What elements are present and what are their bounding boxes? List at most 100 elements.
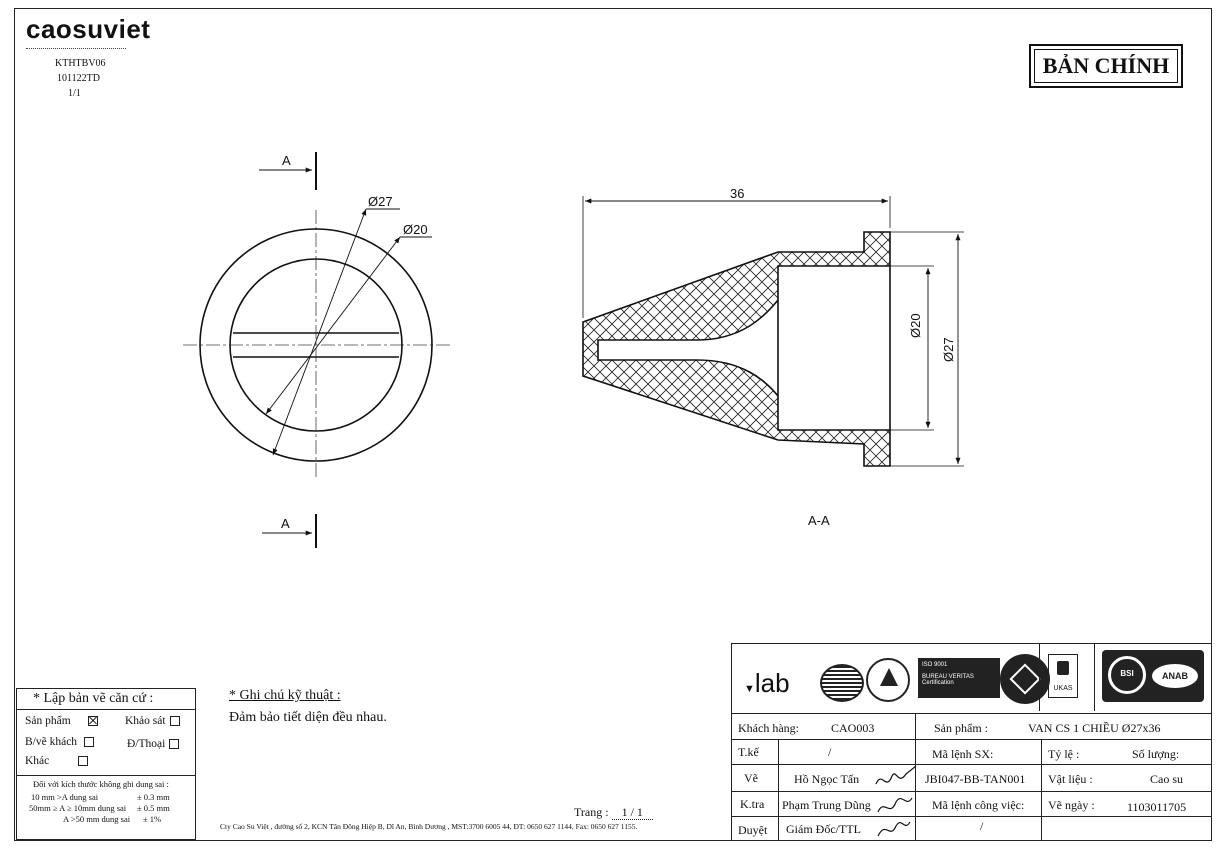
vilas-triangle-icon xyxy=(880,668,898,686)
ukas-logo: UKAS xyxy=(1048,654,1078,698)
draw-date-value: 1103011705 xyxy=(1127,800,1187,814)
company-logo: caosuviet xyxy=(26,14,151,44)
tb-line-2 xyxy=(732,739,1211,740)
tolerance-row-3: A >50 mm dung sai xyxy=(63,814,131,824)
design-label: T.kế xyxy=(738,745,759,759)
title-block: ▼lab ISO 9001 BUREAU VERITAS Certificati… xyxy=(731,643,1212,841)
lab-logo-text: lab xyxy=(754,668,790,698)
tolerance-row-3-value: ± 1% xyxy=(143,814,162,824)
dim-label-outer-side: Ø27 xyxy=(941,337,956,362)
basis-product-label: Sản phẩm xyxy=(25,715,71,727)
basis-survey-checkbox[interactable] xyxy=(169,716,180,727)
section-label-top: A xyxy=(282,153,291,168)
approved-by-label: Duyệt xyxy=(738,823,768,837)
material-value: Cao su xyxy=(1150,772,1183,786)
tolerance-table: Đối với kích thước không ghi dung sai : … xyxy=(17,775,195,824)
product-label: Sản phẩm : xyxy=(934,721,988,735)
section-view-title: A-A xyxy=(808,513,830,528)
approved-by-value: Giám Đốc/TTL xyxy=(786,822,861,836)
tb-vline-2 xyxy=(1041,739,1042,840)
customer-label: Khách hàng: xyxy=(738,721,799,735)
basis-phone-checkbox[interactable] xyxy=(169,739,180,750)
draw-date-label: Vẽ ngày : xyxy=(1048,798,1095,812)
lab-logo: ▼lab xyxy=(744,668,790,699)
tb-line-5 xyxy=(732,816,1211,817)
company-address: Cty Cao Su Việt , đường số 2, KCN Tân Đô… xyxy=(220,822,638,831)
basis-product: Sản phẩm xyxy=(25,715,98,727)
checked-by-value: Phạm Trung Dũng xyxy=(782,798,871,812)
boa-logo xyxy=(820,664,864,702)
basis-other-checkbox[interactable] xyxy=(78,756,89,767)
signature-marks xyxy=(875,765,917,837)
design-value: / xyxy=(828,745,832,759)
production-order-value: JBI047-BB-TAN001 xyxy=(925,772,1026,786)
drawing-frame xyxy=(14,8,1212,841)
anab-logo-icon: ANAB xyxy=(1152,664,1198,688)
section-view xyxy=(582,196,964,467)
page-label: Trang : xyxy=(574,805,609,819)
tb-vline-name xyxy=(778,739,779,840)
customer-value: CAO003 xyxy=(831,721,875,735)
crown-icon xyxy=(1057,661,1069,675)
dim-label-outer-front: Ø27 xyxy=(368,194,393,209)
doc-code: KTHTBV06 xyxy=(55,58,106,69)
job-order-label: Mã lệnh công việc: xyxy=(932,798,1025,812)
tolerance-row-1: 10 mm >A dung sai xyxy=(31,792,99,802)
basis-other: Khác xyxy=(25,755,89,767)
original-stamp-text: BẢN CHÍNH xyxy=(1034,49,1178,83)
basis-customer: B/vẽ khách xyxy=(25,736,94,748)
tolerance-row-1-value: ± 0.3 mm xyxy=(137,792,170,802)
tech-notes-title: * Ghi chú kỹ thuật : xyxy=(229,688,341,703)
bureau-veritas-seal-icon xyxy=(1000,654,1050,704)
production-order-label: Mã lệnh SX: xyxy=(932,747,994,761)
dim-label-inner-front: Ø20 xyxy=(403,222,428,237)
basis-phone-label: Đ/Thoại xyxy=(127,738,166,750)
basis-other-label: Khác xyxy=(25,755,50,767)
doc-date: 101122TD xyxy=(57,73,100,84)
scale-label: Tỷ lệ : xyxy=(1048,747,1080,761)
front-view xyxy=(183,152,450,548)
quantity-label: Số lượng: xyxy=(1132,747,1180,761)
cert-divider-2 xyxy=(1094,644,1095,711)
product-value: VAN CS 1 CHIỀU Ø27x36 xyxy=(1028,721,1161,735)
tb-line-1 xyxy=(732,713,1211,714)
section-body xyxy=(582,231,891,467)
signature-approved xyxy=(877,821,911,837)
basis-phone: Đ/Thoại xyxy=(127,738,180,750)
tolerance-title: Đối với kích thước không ghi dung sai : xyxy=(33,779,169,789)
tb-line-4 xyxy=(732,791,1211,792)
basis-survey-label: Khảo sát xyxy=(125,715,166,727)
dim-label-length: 36 xyxy=(730,186,745,201)
signature-drawn xyxy=(875,765,917,785)
drawn-by-label: Vẽ xyxy=(744,771,758,785)
basis-divider xyxy=(17,709,195,710)
drawing-basis-box: * Lập bản vẽ căn cứ : Sản phẩm Khảo sát … xyxy=(16,688,196,840)
original-stamp: BẢN CHÍNH xyxy=(1029,44,1183,88)
iso-certificate-badge: ISO 9001 BUREAU VERITAS Certification xyxy=(918,658,1000,698)
material-label: Vật liệu : xyxy=(1048,772,1093,786)
lab-logo-arrow: ▼ xyxy=(744,683,755,695)
signature-checked xyxy=(877,797,913,813)
basis-title: * Lập bản vẽ căn cứ : xyxy=(33,691,154,706)
drawn-by-value: Hồ Ngọc Tấn xyxy=(794,772,860,786)
bv-seal-inner-icon xyxy=(1009,663,1041,695)
basis-survey: Khảo sát xyxy=(125,715,180,727)
tb-line-3 xyxy=(732,764,1211,765)
bsi-anab-badge: BSI ANAB xyxy=(1102,650,1204,702)
basis-customer-checkbox[interactable] xyxy=(83,737,94,748)
basis-customer-label: B/vẽ khách xyxy=(25,736,78,748)
tolerance-row-2: 50mm ≥ A ≥ 10mm dung sai xyxy=(29,803,127,813)
tolerance-row-2-value: ± 0.5 mm xyxy=(137,803,170,813)
dim-outer-diameter-line xyxy=(272,208,367,456)
basis-product-checkbox[interactable] xyxy=(87,716,98,727)
checked-by-label: K.tra xyxy=(740,797,765,811)
iso-label: ISO 9001 xyxy=(922,662,948,668)
logo-underline xyxy=(26,48,126,49)
page-value: 1 / 1 xyxy=(611,805,653,820)
dim-inner-diameter-line xyxy=(265,236,401,415)
tech-notes-body: Đảm bảo tiết diện đều nhau. xyxy=(229,710,387,725)
vilas-logo xyxy=(866,658,910,702)
bsi-logo-icon: BSI xyxy=(1108,656,1146,694)
job-order-value: / xyxy=(980,819,984,833)
